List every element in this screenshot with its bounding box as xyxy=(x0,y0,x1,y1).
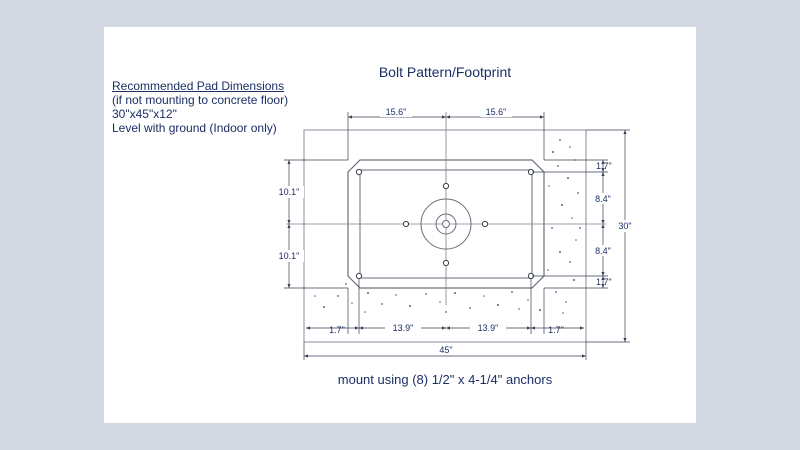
dim-left-lower: 10.1" xyxy=(279,251,300,261)
dim-top-right: 15.6" xyxy=(486,107,507,117)
dim-top-left: 15.6" xyxy=(386,107,407,117)
anchor-bolt xyxy=(481,220,489,228)
diagram-title: Bolt Pattern/Footprint xyxy=(378,64,512,80)
anchor-caption: mount using (8) 1/2" x 4-1/4" anchors xyxy=(337,372,553,387)
anchor-bolt xyxy=(355,168,363,176)
dim-right-upper: 8.4" xyxy=(595,194,611,204)
dim-bottom-4: 1.7" xyxy=(548,325,564,335)
dim-right-bottom: 1.7" xyxy=(596,277,612,287)
anchor-bolt xyxy=(442,182,450,190)
dim-right-top: 1.7" xyxy=(596,161,612,171)
dim-bottom-2: 13.9" xyxy=(393,323,414,333)
pad-notes-heading: Recommended Pad Dimensions xyxy=(112,79,285,93)
pad-notes: Recommended Pad Dimensions (if not mount… xyxy=(112,79,288,135)
concrete-pad xyxy=(303,129,587,343)
dimension-lines xyxy=(284,112,630,360)
pad-notes-line-3: Level with ground (Indoor only) xyxy=(112,121,277,135)
dim-overall-width: 45" xyxy=(439,345,452,355)
dim-overall-height: 30" xyxy=(618,221,631,231)
concrete-speckles xyxy=(314,139,581,314)
dim-bottom-1: 1.7" xyxy=(329,325,345,335)
anchor-bolt xyxy=(442,259,450,267)
pad-notes-line-1: (if not mounting to concrete floor) xyxy=(112,93,289,107)
dimension-labels: 15.6" 15.6" 10.1" 10.1" 1.7" 8.4" 8.4" 1… xyxy=(274,106,638,355)
center-hub xyxy=(420,198,472,250)
pad-notes-line-2: 30"x45"x12" xyxy=(112,107,177,121)
dim-left-upper: 10.1" xyxy=(279,187,300,197)
dim-right-lower: 8.4" xyxy=(595,246,611,256)
dim-bottom-3: 13.9" xyxy=(478,323,499,333)
anchor-bolt xyxy=(402,220,410,228)
anchor-bolt xyxy=(355,272,363,280)
